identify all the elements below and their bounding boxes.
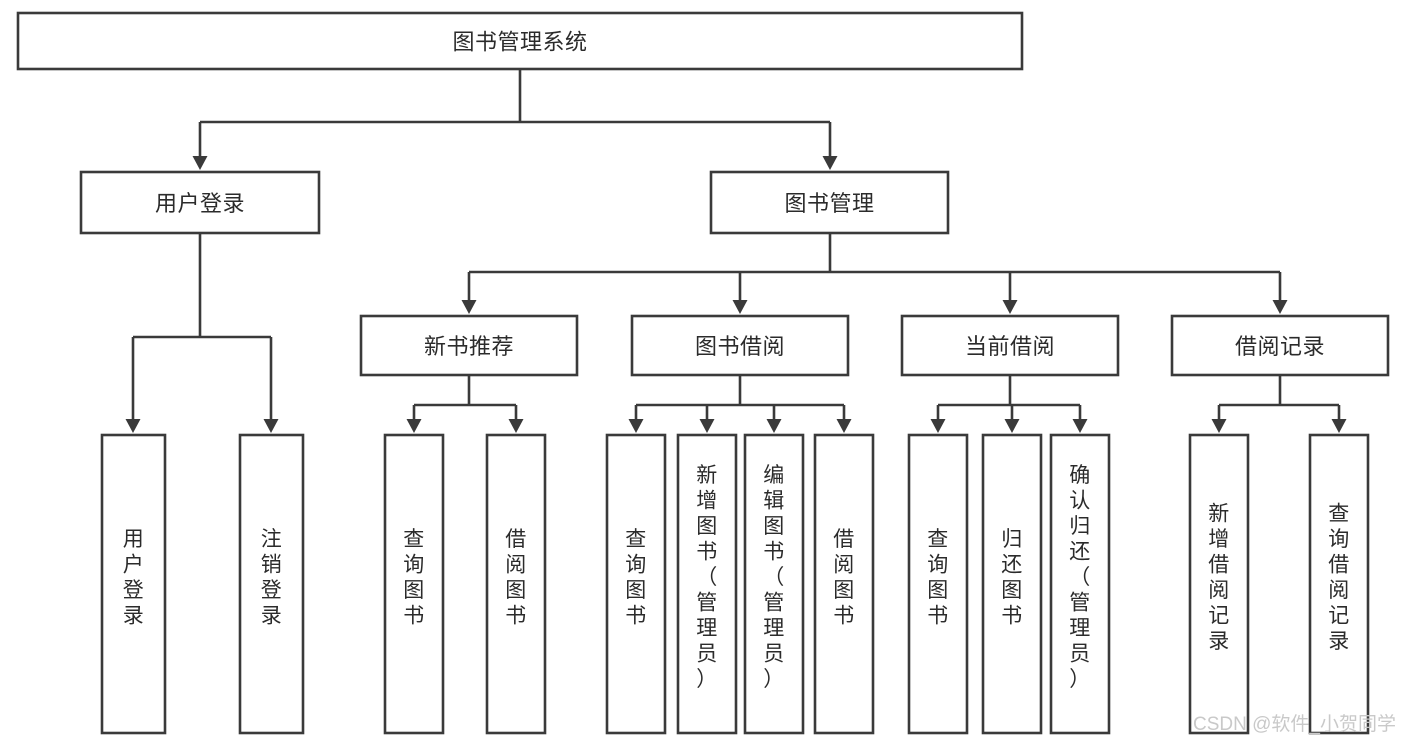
node-box[interactable]	[485, 433, 547, 735]
node-box[interactable]	[1188, 433, 1250, 735]
arrow-head-icon	[508, 419, 524, 433]
node-leaf-edit-book[interactable]: 编辑图书（管理员）	[743, 433, 805, 735]
node-box[interactable]	[630, 314, 850, 377]
node-book-manage[interactable]: 图书管理	[709, 170, 950, 235]
node-label: 确认归还（管理员）	[1069, 464, 1091, 691]
connector-user-login-fan	[125, 233, 279, 433]
arrow-head-icon	[766, 419, 782, 433]
arrow-head-icon	[1004, 419, 1020, 433]
node-leaf-return-book[interactable]: 归还图书	[981, 433, 1043, 735]
node-label: 借阅记录	[1235, 334, 1325, 359]
node-root-system[interactable]: 图书管理系统	[16, 11, 1024, 71]
connector-book-manage-fan	[461, 233, 1288, 314]
node-label: 查询图书	[403, 528, 425, 628]
node-label: 新书推荐	[424, 334, 514, 359]
node-leaf-query-book-2[interactable]: 查询图书	[605, 433, 667, 735]
node-label: 图书管理	[784, 191, 874, 216]
node-box[interactable]	[359, 314, 579, 377]
node-box[interactable]	[100, 433, 167, 735]
arrow-head-icon	[836, 419, 852, 433]
connector-book-borrow-fan	[628, 375, 852, 433]
connector-root-to-level1	[192, 69, 838, 170]
arrow-head-icon	[406, 419, 422, 433]
node-leaf-query-book-3[interactable]: 查询图书	[907, 433, 969, 735]
node-borrow-record[interactable]: 借阅记录	[1170, 314, 1390, 377]
node-label: 注销登录	[261, 528, 283, 628]
arrow-head-icon	[732, 300, 748, 314]
node-book-borrow[interactable]: 图书借阅	[630, 314, 850, 377]
node-leaf-add-record[interactable]: 新增借阅记录	[1188, 433, 1250, 735]
node-box[interactable]	[16, 11, 1024, 71]
csdn-watermark: CSDN @软件_小贺同学	[1193, 713, 1396, 735]
node-label: 归还图书	[1001, 528, 1023, 628]
arrow-head-icon	[1272, 300, 1288, 314]
node-box[interactable]	[676, 433, 738, 735]
node-label: 新增图书（管理员）	[696, 464, 718, 691]
node-box[interactable]	[743, 433, 805, 735]
arrow-head-icon	[1002, 300, 1018, 314]
node-layer: 图书管理系统用户登录图书管理新书推荐图书借阅当前借阅借阅记录用户登录注销登录查询…	[16, 11, 1390, 735]
arrow-head-icon	[1211, 419, 1227, 433]
connector-borrow-record-fan	[1211, 375, 1347, 433]
node-leaf-add-book[interactable]: 新增图书（管理员）	[676, 433, 738, 735]
node-box[interactable]	[238, 433, 305, 735]
arrow-head-icon	[1331, 419, 1347, 433]
node-box[interactable]	[1049, 433, 1111, 735]
node-leaf-confirm-return[interactable]: 确认归还（管理员）	[1049, 433, 1111, 735]
node-box[interactable]	[79, 170, 321, 235]
node-label: 查询借阅记录	[1328, 502, 1350, 653]
node-box[interactable]	[383, 433, 445, 735]
node-leaf-user-login[interactable]: 用户登录	[100, 433, 167, 735]
node-label: 新增借阅记录	[1208, 502, 1230, 653]
node-label: 用户登录	[123, 528, 145, 628]
node-label: 图书借阅	[695, 334, 785, 359]
node-box[interactable]	[605, 433, 667, 735]
node-box[interactable]	[1308, 433, 1370, 735]
node-box[interactable]	[981, 433, 1043, 735]
node-label: 当前借阅	[965, 334, 1055, 359]
arrow-head-icon	[822, 156, 838, 170]
node-leaf-query-record[interactable]: 查询借阅记录	[1308, 433, 1370, 735]
node-label: 查询图书	[927, 528, 949, 628]
node-label: 编辑图书（管理员）	[763, 464, 785, 691]
arrow-head-icon	[263, 419, 279, 433]
arrow-head-icon	[699, 419, 715, 433]
node-new-book-rec[interactable]: 新书推荐	[359, 314, 579, 377]
node-box[interactable]	[907, 433, 969, 735]
connector-layer	[125, 69, 1347, 433]
node-label: 图书管理系统	[452, 30, 587, 55]
arrow-head-icon	[461, 300, 477, 314]
node-leaf-logout[interactable]: 注销登录	[238, 433, 305, 735]
arrow-head-icon	[1072, 419, 1088, 433]
arrow-head-icon	[192, 156, 208, 170]
node-label: 用户登录	[155, 191, 245, 216]
arrow-head-icon	[930, 419, 946, 433]
arrow-head-icon	[125, 419, 141, 433]
connector-current-borrow-fan	[930, 375, 1088, 433]
node-leaf-query-book-1[interactable]: 查询图书	[383, 433, 445, 735]
node-label: 借阅图书	[505, 528, 527, 628]
node-current-borrow[interactable]: 当前借阅	[900, 314, 1120, 377]
connector-new-book-rec-fan	[406, 375, 524, 433]
node-user-login[interactable]: 用户登录	[79, 170, 321, 235]
node-label: 借阅图书	[833, 528, 855, 628]
node-box[interactable]	[900, 314, 1120, 377]
node-leaf-borrow-book-1[interactable]: 借阅图书	[485, 433, 547, 735]
node-box[interactable]	[709, 170, 950, 235]
node-leaf-borrow-book-2[interactable]: 借阅图书	[813, 433, 875, 735]
arrow-head-icon	[628, 419, 644, 433]
node-box[interactable]	[813, 433, 875, 735]
node-box[interactable]	[1170, 314, 1390, 377]
node-label: 查询图书	[625, 528, 647, 628]
